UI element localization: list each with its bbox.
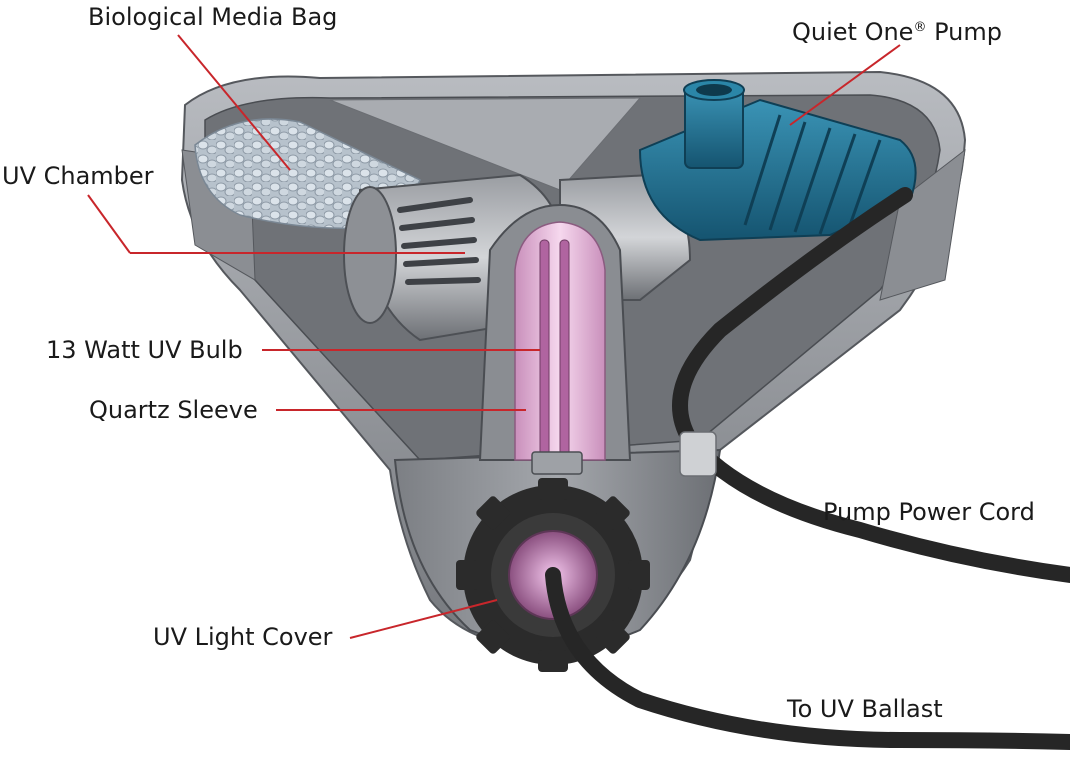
label-media-bag: Biological Media Bag [88, 3, 338, 31]
pump-name: Quiet One [792, 18, 914, 46]
leader-uv-light-cover [349, 599, 498, 639]
label-uv-chamber: UV Chamber [2, 162, 154, 190]
label-pump-power-cord: Pump Power Cord [823, 498, 1035, 526]
pump [638, 79, 917, 242]
pump-word: Pump [926, 18, 1002, 46]
label-to-uv-ballast: To UV Ballast [787, 695, 943, 723]
leader-uv-chamber [87, 194, 131, 254]
uv-ballast-cord [545, 567, 1070, 750]
label-pump: Quiet One® Pump [792, 20, 1002, 44]
uv-bulb [514, 221, 606, 475]
cord-clip [679, 431, 717, 477]
label-uv-light-cover: UV Light Cover [153, 623, 333, 651]
leader-pump [789, 44, 901, 126]
leader-lines [87, 34, 901, 639]
registered-mark: ® [913, 20, 927, 35]
label-quartz-sleeve: Quartz Sleeve [89, 396, 258, 424]
label-uv-bulb: 13 Watt UV Bulb [46, 336, 243, 364]
leader-media-bag [177, 34, 291, 171]
